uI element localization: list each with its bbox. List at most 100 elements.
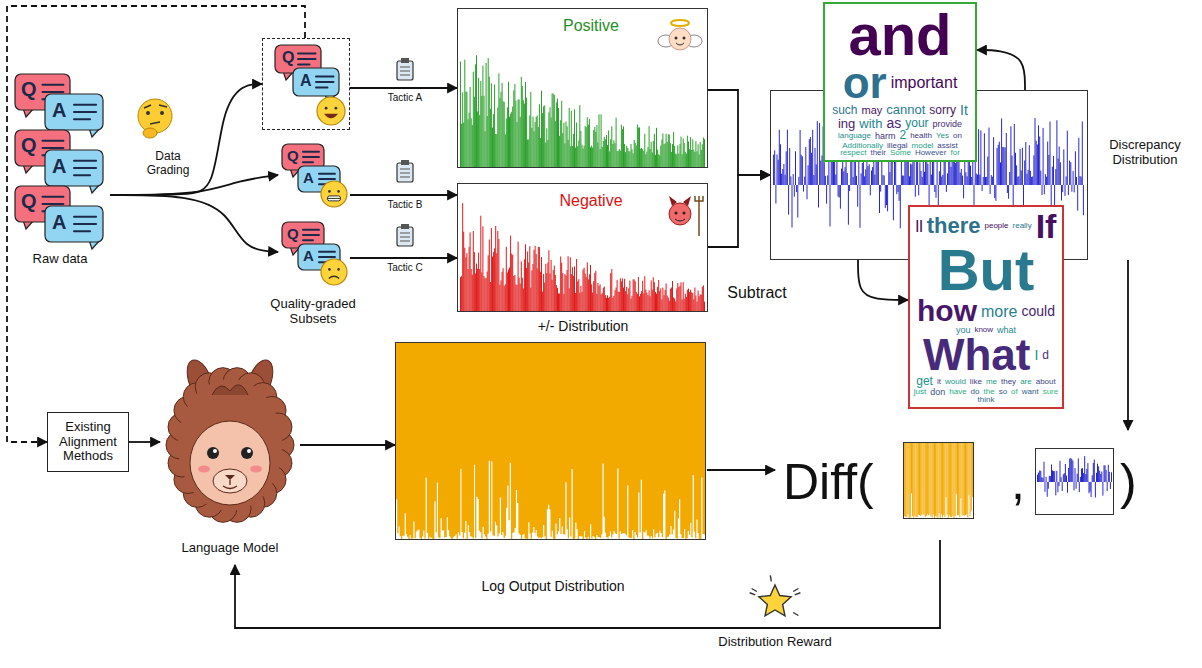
thinking-emoji — [146, 111, 150, 115]
node-label: Q — [21, 78, 37, 101]
cloud-word: may — [862, 105, 883, 115]
annotation-label: Quality-graded Subsets — [261, 297, 365, 327]
star-icon — [750, 593, 756, 595]
qa-subset: QA — [278, 218, 350, 288]
angel-icon — [658, 20, 702, 50]
cloud-word: your — [905, 118, 928, 129]
cloud-word: you — [956, 326, 971, 335]
chat-bubble — [74, 167, 96, 169]
distribution-panel: Log Output Distribution — [395, 342, 707, 597]
llama-drawing — [247, 449, 251, 453]
cloud-word: Some — [890, 149, 911, 157]
chat-bubble — [74, 230, 90, 232]
chat-bubble — [303, 161, 313, 163]
chat-bubble — [74, 118, 90, 120]
llama-drawing — [213, 469, 247, 493]
connector-arrow — [708, 175, 770, 247]
node-label: Discrepancy Distribution — [1097, 138, 1193, 168]
llama-drawing — [223, 480, 237, 489]
node-label: A — [52, 155, 66, 178]
cloud-word: like — [970, 378, 982, 386]
node-graphic — [461, 55, 705, 167]
cloud-word: do — [971, 388, 980, 396]
star-icon — [750, 575, 801, 615]
star-icon — [770, 575, 771, 581]
thinking-emoji — [150, 122, 160, 124]
llama-drawing — [225, 475, 235, 480]
cloud-word: there — [927, 216, 981, 237]
node-label: Positive — [560, 17, 622, 35]
llama-icon: Language Model — [160, 355, 300, 565]
cloud-word: have — [949, 388, 966, 396]
chat-bubble — [298, 64, 309, 66]
star-icon — [795, 593, 801, 595]
chat-bubble — [298, 52, 315, 54]
chat-bubble — [303, 151, 319, 153]
clipboard-icon — [397, 163, 413, 182]
chat-bubble — [45, 150, 103, 186]
chat-bubble — [303, 239, 313, 241]
chat-bubble — [74, 216, 96, 218]
mini-chart — [904, 443, 974, 519]
cloud-word: think — [978, 396, 995, 404]
cloud-word: ing — [838, 118, 855, 130]
chat-bubble — [43, 196, 64, 198]
chat-bubble — [303, 229, 319, 231]
mini-chart — [1036, 449, 1114, 515]
node-label: Log Output Distribution — [481, 578, 624, 594]
cloud-word: ll — [916, 219, 923, 234]
cloud-word: important — [891, 75, 958, 90]
connector-arrow — [707, 469, 775, 471]
raw-data-stack: QAQAQARaw data — [10, 70, 110, 270]
devil-icon — [675, 219, 685, 221]
node-label: A — [52, 211, 66, 234]
node-label: A — [52, 99, 66, 122]
cloud-word: so — [999, 388, 1007, 396]
angel-icon — [676, 43, 684, 45]
devil-icon — [669, 203, 691, 225]
cloud-word: don — [930, 388, 945, 397]
cloud-word: Yes — [936, 132, 949, 140]
cloud-word: they — [1001, 378, 1016, 386]
angel-icon — [683, 37, 686, 40]
emoji-face — [324, 114, 338, 119]
clipboard-icon — [400, 71, 410, 72]
node-label: A — [303, 247, 314, 264]
star-icon — [793, 589, 798, 592]
mini-chart — [1036, 449, 1114, 515]
node-label: Q — [21, 190, 37, 213]
clipboard-icon — [400, 67, 410, 68]
node-graphic — [461, 203, 705, 311]
devil-icon — [675, 212, 678, 215]
cloud-word: want — [1022, 388, 1039, 396]
chat-bubble — [303, 156, 319, 158]
word-cloud: lltherepeoplereallyIfButhowmorecouldyouk… — [908, 205, 1064, 409]
connector-arrow — [1127, 260, 1129, 430]
cloud-word: It — [960, 104, 968, 117]
thinking-emoji — [160, 111, 164, 115]
connector-arrow — [350, 257, 457, 259]
node-graphic — [396, 343, 706, 540]
llama-drawing — [190, 421, 270, 505]
connector-arrow — [110, 195, 278, 252]
node-label: Language Model — [182, 541, 279, 556]
thinking-emoji — [144, 105, 167, 108]
cloud-word: or — [843, 62, 887, 104]
thinking-emoji — [138, 99, 172, 138]
devil-icon — [683, 212, 686, 215]
cloud-word: how — [917, 297, 977, 326]
chat-bubble — [319, 256, 335, 258]
node-label: ) — [1120, 454, 1137, 512]
annotation-label: Subtract — [725, 284, 789, 302]
edge-label: Distribution Reward — [716, 635, 833, 650]
process-box: Existing Alignment Methods — [47, 412, 129, 473]
qa-subset: QA — [278, 140, 350, 210]
angel-icon — [669, 28, 691, 50]
llama-drawing — [198, 466, 210, 473]
cloud-word: sure — [1043, 388, 1059, 396]
emoji-face — [337, 190, 340, 193]
mini-chart — [904, 443, 974, 519]
cloud-word: as — [886, 117, 901, 130]
cloud-word: just — [914, 388, 926, 396]
emoji-face — [321, 259, 347, 285]
